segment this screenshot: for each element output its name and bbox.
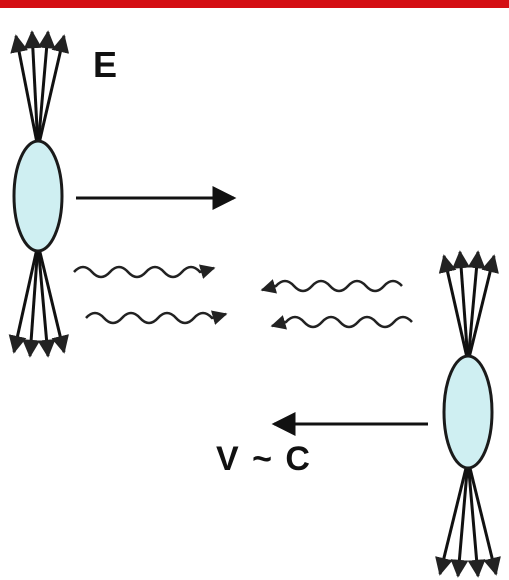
photon-wave-icon [262, 281, 412, 327]
left-nucleus-icon [14, 32, 64, 356]
right-nucleus-icon [440, 252, 496, 576]
right-nucleus-ellipse [444, 356, 492, 468]
photon-wave [262, 281, 402, 291]
velocity-label: V ~ C [216, 440, 312, 479]
photon-wave [272, 317, 412, 327]
photon-wave [74, 267, 214, 277]
photon-wave [86, 313, 226, 323]
left-nucleus-ellipse [14, 141, 62, 251]
photon-wave-icon [74, 267, 226, 323]
field-label: E [93, 44, 119, 86]
